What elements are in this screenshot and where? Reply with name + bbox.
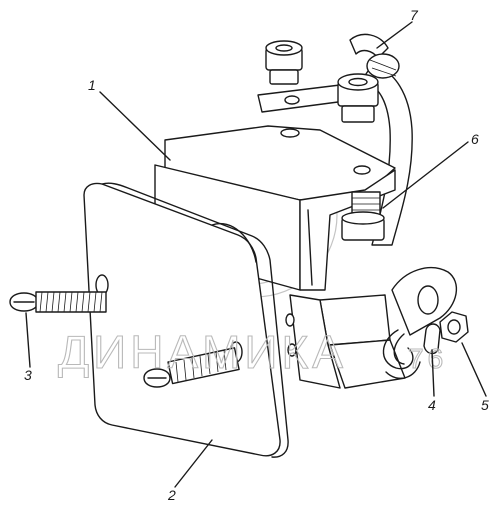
callout-5: 5 <box>481 397 489 413</box>
callout-1: 1 <box>88 77 96 93</box>
watermark: ДИНАМИКА 76 <box>57 325 447 378</box>
callouts: 1 2 3 4 5 6 7 <box>24 7 489 503</box>
stud-nut-right <box>337 73 379 123</box>
callout-7: 7 <box>410 7 419 23</box>
leader-3 <box>25 312 31 368</box>
leader-7 <box>376 21 413 49</box>
hose <box>349 33 413 246</box>
callout-6: 6 <box>471 131 479 147</box>
screw-lower <box>143 347 240 388</box>
cover-plate <box>83 182 289 458</box>
leader-5 <box>461 342 487 397</box>
adjusting-screw <box>341 191 385 241</box>
terminal-plate <box>257 84 341 113</box>
screw-upper <box>9 291 107 313</box>
watermark-text: ДИНАМИКА <box>58 326 347 378</box>
bracket-body <box>154 125 406 389</box>
callout-2: 2 <box>167 487 176 503</box>
leader-1 <box>99 91 171 161</box>
valve-fitting <box>391 267 458 336</box>
watermark-suffix: 76 <box>408 343 447 374</box>
leader-lines <box>25 21 487 488</box>
wire-clip <box>382 329 421 380</box>
leader-2 <box>174 439 213 488</box>
hex-nut <box>423 311 469 355</box>
stud-nut-left <box>265 40 303 85</box>
callout-3: 3 <box>24 367 32 383</box>
leader-6 <box>382 141 469 209</box>
leader-4 <box>431 349 435 397</box>
callout-4: 4 <box>428 397 436 413</box>
